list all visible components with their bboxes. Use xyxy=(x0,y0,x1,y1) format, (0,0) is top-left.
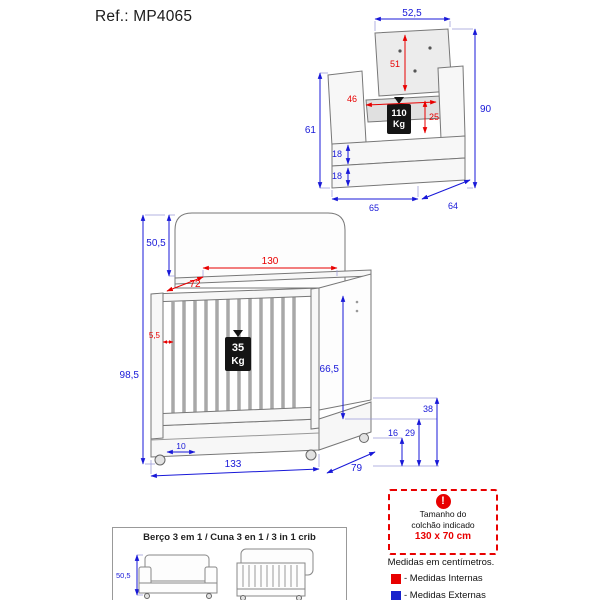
variants-title: Berço 3 em 1 / Cuna 3 en 1 / 3 in 1 crib xyxy=(143,532,316,543)
dim-armchair-backrest-height: 51 xyxy=(390,59,400,69)
crib-wheels xyxy=(154,433,369,466)
armchair-diagram: 110 Kg 52,5 51 46 25 61 18 18 90 xyxy=(305,8,492,213)
legend-external-label: - Medidas Externas xyxy=(404,590,486,600)
dim-armchair-base-upper: 18 xyxy=(332,149,342,159)
dim-armchair-seat-width: 46 xyxy=(347,94,357,104)
mattress-info-box: ! Tamanho do colchão indicado 130 x 70 c… xyxy=(388,489,498,555)
legend-internal-label: - Medidas Internas xyxy=(404,573,483,584)
crib-weight-badge: 35 Kg xyxy=(225,330,251,371)
dim-crib-total-height: 98,5 xyxy=(120,370,140,381)
legend-external: - Medidas Externas xyxy=(391,590,486,600)
mattress-size: 130 x 70 cm xyxy=(414,531,472,543)
dim-crib-clearance-height: 16 xyxy=(388,428,398,438)
internal-color-swatch xyxy=(391,573,401,584)
dim-armchair-base-lower: 18 xyxy=(332,171,342,181)
dim-armchair-front-width: 65 xyxy=(369,203,379,213)
crib-weight-value: 35 xyxy=(232,342,244,354)
armchair-left-arm xyxy=(327,70,367,147)
dim-armchair-depth: 64 xyxy=(448,201,458,211)
dim-crib-internal-length: 130 xyxy=(262,256,279,267)
dim-crib-external-depth: 79 xyxy=(351,463,363,474)
alert-icon: ! xyxy=(435,494,451,509)
crib-left-stile xyxy=(150,292,164,440)
dim-armchair-arm-height: 61 xyxy=(305,125,317,136)
dim-crib-wheel-offset: 10 xyxy=(176,441,186,451)
dim-armchair-seat-depth: 25 xyxy=(429,112,439,122)
mattress-text-line1: Tamanho do xyxy=(419,509,467,519)
armchair-weight-value: 110 xyxy=(391,108,406,119)
product-reference: Ref.: MP4065 xyxy=(95,8,193,25)
crib-mini-slats xyxy=(242,565,298,587)
dim-crib-internal-height: 66,5 xyxy=(320,364,340,375)
toddler-bed-mini: 50,5 xyxy=(116,554,218,599)
backrest-buttons xyxy=(398,46,432,73)
crib-right-stile xyxy=(310,287,320,430)
external-color-swatch xyxy=(391,590,401,600)
footboard-screws xyxy=(355,300,359,313)
dim-crib-base-total-height: 38 xyxy=(423,404,433,414)
dim-crib-headboard-height: 50,5 xyxy=(146,238,166,249)
armchair-drawing xyxy=(327,28,466,189)
variants-drawings: 50,5 xyxy=(116,548,314,600)
dim-crib-drawer-height: 29 xyxy=(405,428,415,438)
dim-crib-slat-gap: 5,5 xyxy=(149,331,161,340)
crib-drawing xyxy=(150,212,372,466)
crib-diagram: 35 Kg 50,5 98,5 130 72 5,5 66,5 xyxy=(120,212,440,479)
dim-variant-bed-height: 50,5 xyxy=(116,571,131,580)
armchair-dimensions: 52,5 51 46 25 61 18 18 90 65 64 xyxy=(305,8,492,213)
dim-armchair-top-width: 52,5 xyxy=(402,8,422,19)
dim-crib-internal-depth: 72 xyxy=(189,279,201,290)
crib-footboard xyxy=(318,273,372,411)
mattress-text-line2: colchão indicado xyxy=(411,519,475,530)
dim-armchair-total-height: 90 xyxy=(480,104,492,115)
crib-weight-unit: Kg xyxy=(231,356,244,367)
crib-mini xyxy=(236,548,314,600)
drawer-line xyxy=(150,432,320,441)
variants-box: Berço 3 em 1 / Cuna 3 en 1 / 3 in 1 crib… xyxy=(112,527,347,600)
armchair-right-arm xyxy=(437,65,466,140)
armchair-weight-badge: 110 Kg xyxy=(387,97,411,134)
legend-internal: - Medidas Internas xyxy=(391,573,483,584)
units-note: Medidas em centímetros. xyxy=(387,557,495,568)
dim-crib-external-length: 133 xyxy=(225,459,242,470)
armchair-weight-unit: Kg xyxy=(393,119,405,129)
crib-dimensions: 50,5 98,5 130 72 5,5 66,5 38 29 16 xyxy=(120,214,440,479)
